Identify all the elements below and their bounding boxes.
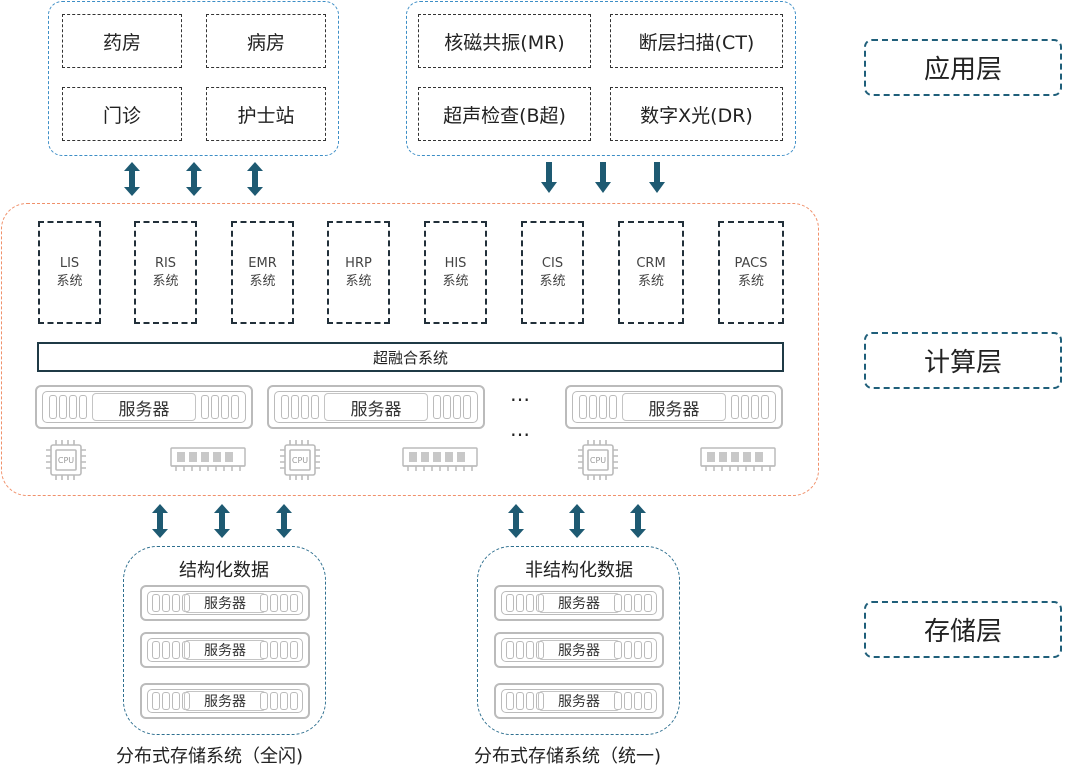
cpu-label: CPU — [292, 456, 308, 465]
app-ultrasound: 超声检查(B超) — [418, 87, 591, 141]
server-label: 服务器 — [538, 593, 620, 613]
storage-server-left-1: 服务器 — [140, 585, 310, 621]
system-emr: EMR 系统 — [231, 221, 294, 324]
layer-label-compute: 计算层 — [864, 332, 1062, 389]
app-dr: 数字X光(DR) — [610, 87, 783, 141]
system-suffix: 系统 — [737, 273, 764, 289]
storage-server-right-2: 服务器 — [494, 632, 664, 668]
memory-icon — [700, 447, 776, 471]
server-label: 服务器 — [184, 593, 266, 613]
down-arrow-icon — [649, 162, 665, 193]
memory-icon — [402, 447, 478, 471]
system-name: LIS — [59, 255, 80, 271]
app-pharmacy: 药房 — [62, 14, 182, 68]
storage-group-left — [123, 546, 326, 735]
server-label: 服务器 — [538, 691, 620, 711]
storage-right-caption: 分布式存储系统（统一) — [474, 746, 662, 767]
system-ris: RIS 系统 — [134, 221, 197, 324]
system-lis: LIS 系统 — [38, 221, 101, 324]
cpu-icon: CPU — [46, 440, 86, 480]
storage-left-caption: 分布式存储系统（全闪) — [116, 746, 304, 767]
app-mr: 核磁共振(MR) — [418, 14, 591, 68]
cpu-label: CPU — [590, 456, 606, 465]
double-arrow-icon — [152, 504, 168, 538]
system-name: EMR — [248, 255, 277, 271]
server-label: 服务器 — [538, 640, 620, 660]
system-hrp: HRP 系统 — [327, 221, 390, 324]
server-label: 服务器 — [184, 640, 266, 660]
system-suffix: 系统 — [637, 273, 664, 289]
system-name: HRP — [345, 255, 372, 271]
system-his: HIS 系统 — [424, 221, 487, 324]
down-arrow-icon — [595, 162, 611, 193]
storage-group-right — [477, 546, 680, 735]
system-name: HIS — [444, 255, 467, 271]
double-arrow-icon — [124, 162, 140, 196]
double-arrow-icon — [247, 162, 263, 196]
compute-group — [1, 203, 819, 496]
down-arrow-icon — [541, 162, 557, 193]
storage-server-left-2: 服务器 — [140, 632, 310, 668]
system-name: CIS — [541, 255, 564, 271]
double-arrow-icon — [214, 504, 230, 538]
storage-left-title: 结构化数据 — [179, 560, 269, 581]
double-arrow-icon — [186, 162, 202, 196]
server-label: 服务器 — [324, 393, 428, 421]
cpu-icon: CPU — [280, 440, 320, 480]
ellipsis-1: … — [510, 382, 531, 406]
storage-server-left-3: 服务器 — [140, 683, 310, 719]
system-suffix: 系统 — [539, 273, 566, 289]
app-group-left — [48, 1, 339, 156]
cpu-icon: CPU — [578, 440, 618, 480]
server-label: 服务器 — [622, 393, 726, 421]
system-suffix: 系统 — [345, 273, 372, 289]
server-label: 服务器 — [92, 393, 196, 421]
layer-label-application: 应用层 — [864, 39, 1062, 96]
system-suffix: 系统 — [56, 273, 83, 289]
app-ward: 病房 — [206, 14, 326, 68]
layer-label-storage: 存储层 — [864, 601, 1062, 658]
system-suffix: 系统 — [152, 273, 179, 289]
compute-server-1: 服务器 — [35, 385, 253, 429]
storage-server-right-1: 服务器 — [494, 585, 664, 621]
hyperconverged-bar: 超融合系统 — [37, 342, 784, 372]
compute-server-2: 服务器 — [267, 385, 485, 429]
compute-server-3: 服务器 — [565, 385, 783, 429]
app-group-right — [406, 1, 796, 156]
app-ct: 断层扫描(CT) — [610, 14, 783, 68]
double-arrow-icon — [630, 504, 646, 538]
system-crm: CRM 系统 — [618, 221, 684, 324]
storage-server-right-3: 服务器 — [494, 683, 664, 719]
system-suffix: 系统 — [249, 273, 276, 289]
system-name: RIS — [154, 255, 177, 271]
app-outpatient: 门诊 — [62, 87, 182, 141]
system-cis: CIS 系统 — [521, 221, 584, 324]
system-name: CRM — [636, 255, 666, 271]
system-suffix: 系统 — [442, 273, 469, 289]
double-arrow-icon — [276, 504, 292, 538]
double-arrow-icon — [508, 504, 524, 538]
server-label: 服务器 — [184, 691, 266, 711]
storage-right-title: 非结构化数据 — [525, 560, 633, 581]
system-pacs: PACS 系统 — [718, 221, 784, 324]
ellipsis-2: … — [510, 417, 531, 441]
app-nurse-station: 护士站 — [206, 87, 326, 141]
memory-icon — [170, 447, 246, 471]
cpu-label: CPU — [58, 456, 74, 465]
system-name: PACS — [734, 255, 768, 271]
double-arrow-icon — [569, 504, 585, 538]
